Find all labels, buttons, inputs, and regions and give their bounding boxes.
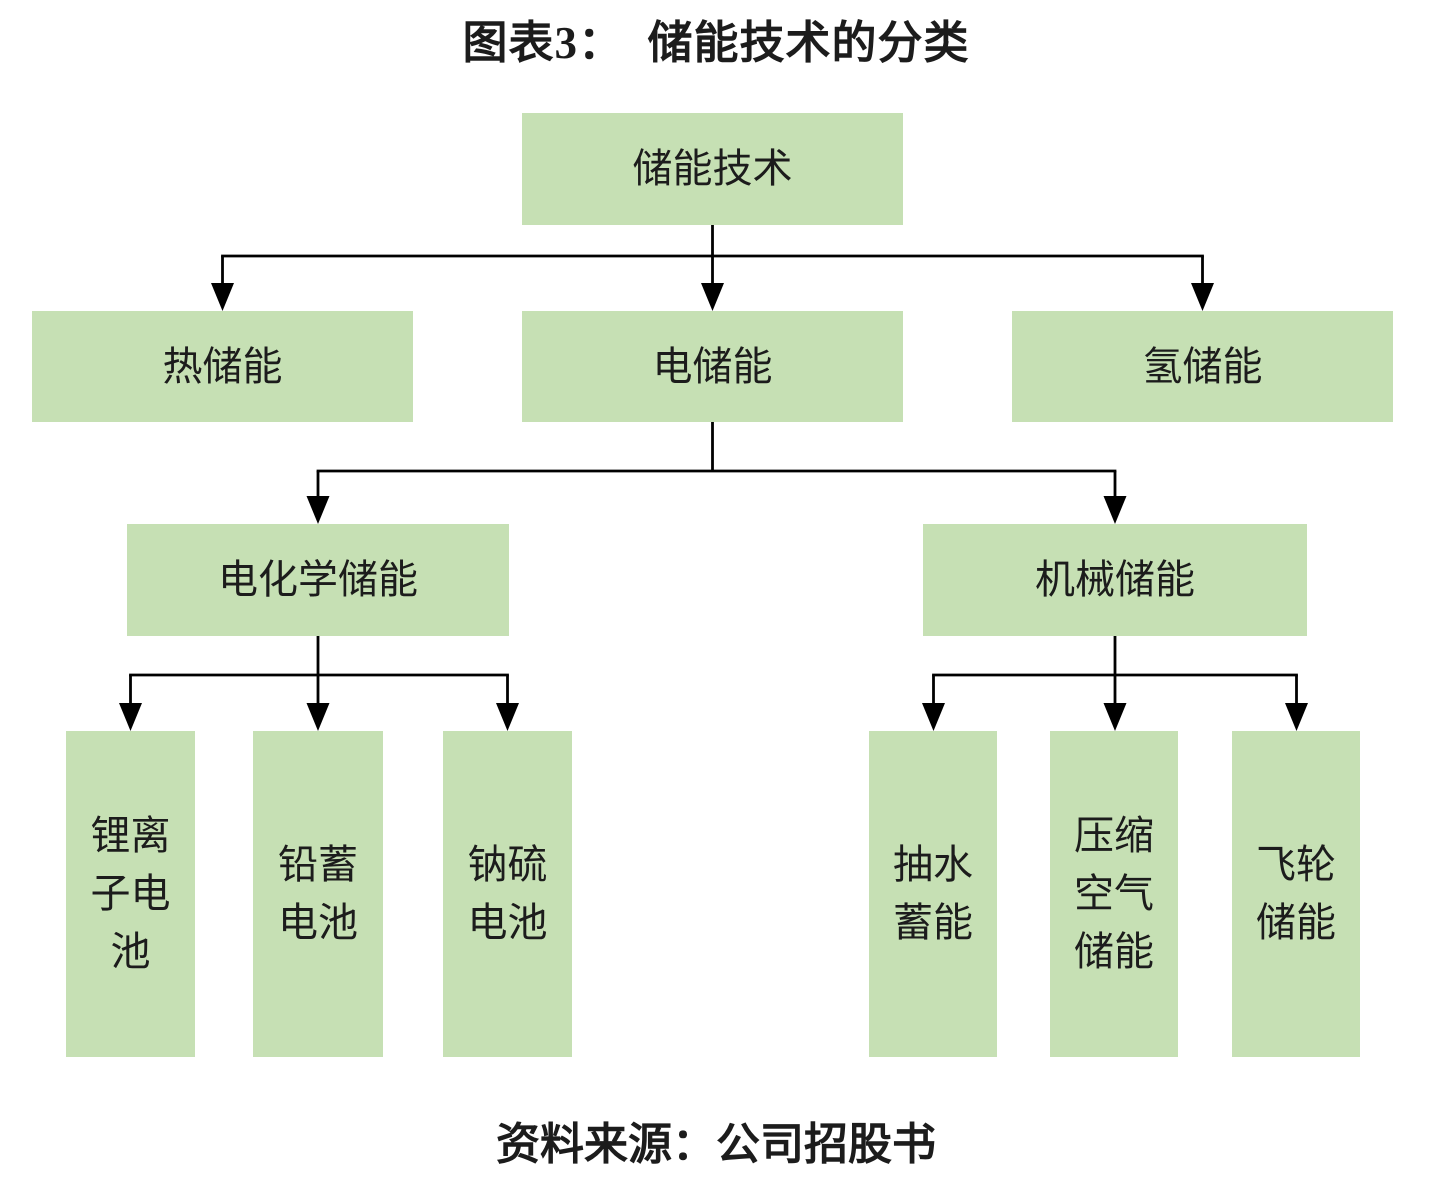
node-electrochemical-storage: 电化学储能 [127,524,509,636]
figure-title: 图表3： 储能技术的分类 [462,18,970,68]
node-label: 电储能 [652,343,773,389]
node-mechanical-storage: 机械储能 [923,524,1307,636]
node-label: 压缩空气储能 [1074,813,1154,974]
arrowhead-thermal [211,283,234,311]
node-label: 锂离子电池 [90,813,171,974]
node-label: 储能技术 [632,146,793,191]
arrowhead-sodiumsulfur [496,703,519,731]
node-compressed-air-storage: 压缩空气储能 [1050,731,1178,1057]
node-label: 热储能 [162,343,283,389]
node-flywheel-storage: 飞轮储能 [1232,731,1360,1057]
node-thermal-storage: 热储能 [32,311,413,422]
node-energy-storage-technology: 储能技术 [522,113,903,225]
arrowhead-hydrogen [1191,283,1214,311]
node-lead-acid-battery: 铅蓄电池 [253,731,383,1057]
node-hydrogen-storage: 氢储能 [1012,311,1393,422]
node-sodium-sulfur-battery: 钠硫电池 [443,731,572,1057]
node-pumped-hydro-storage: 抽水蓄能 [869,731,997,1057]
arrowhead-pumpedhydro [922,703,945,731]
node-label: 氢储能 [1142,343,1263,389]
node-electrical-storage: 电储能 [522,311,903,422]
arrowhead-mechanical [1103,496,1127,524]
arrowhead-electrical [701,283,724,311]
arrowhead-compressedair [1103,703,1127,731]
node-label: 机械储能 [1035,557,1195,602]
node-label: 电化学储能 [218,557,418,602]
node-label: 铅蓄电池 [278,842,358,945]
node-lithium-ion-battery: 锂离子电池 [66,731,195,1057]
arrowhead-electrochem [306,496,330,524]
arrowhead-leadacid [306,703,330,731]
node-label: 钠硫电池 [467,842,548,945]
node-label: 飞轮储能 [1256,842,1336,945]
node-label: 抽水蓄能 [893,842,973,945]
arrowhead-liion [119,703,142,731]
arrowhead-flywheel [1285,703,1308,731]
source-note: 资料来源：公司招股书 [496,1120,936,1169]
